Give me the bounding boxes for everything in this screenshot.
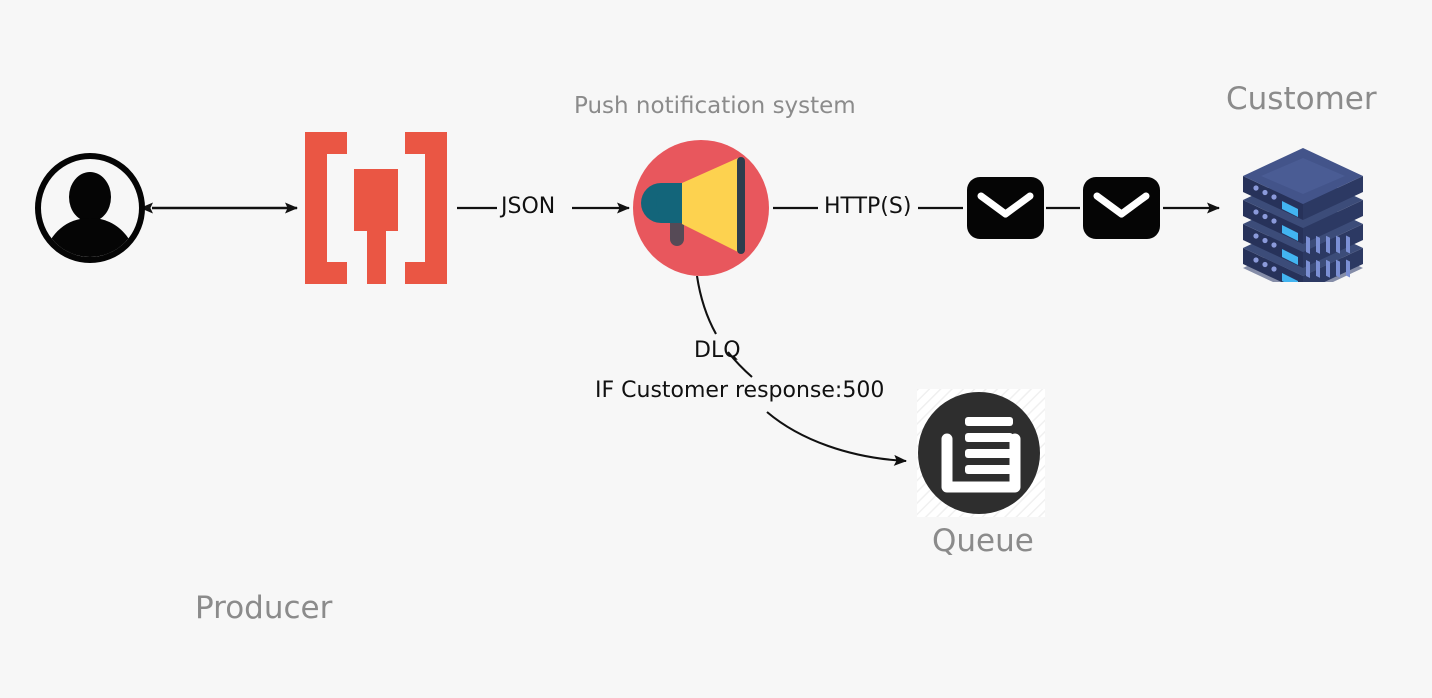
edge-push-queue-dlq: [695, 275, 907, 466]
queue-stack-icon: [917, 389, 1045, 517]
envelope-icon: [1083, 177, 1160, 239]
megaphone-icon: [633, 140, 769, 276]
producer-label: Producer: [195, 590, 333, 626]
edge-label-json: JSON: [501, 194, 556, 219]
edge-label-https: HTTP(S): [824, 194, 912, 219]
envelope-icon: [967, 177, 1044, 239]
quarkus-bracket-logo-icon: [303, 132, 449, 284]
customer-label: Customer: [1226, 81, 1377, 117]
push-notification-system-label: Push notification system: [574, 93, 856, 119]
server-stack-icon: [1228, 132, 1378, 326]
edge-label-dlq: DLQ: [694, 338, 741, 363]
queue-label: Queue: [932, 523, 1034, 559]
edge-label-if-condition: IF Customer response:500: [595, 378, 885, 403]
person-circle-icon: [34, 152, 146, 264]
